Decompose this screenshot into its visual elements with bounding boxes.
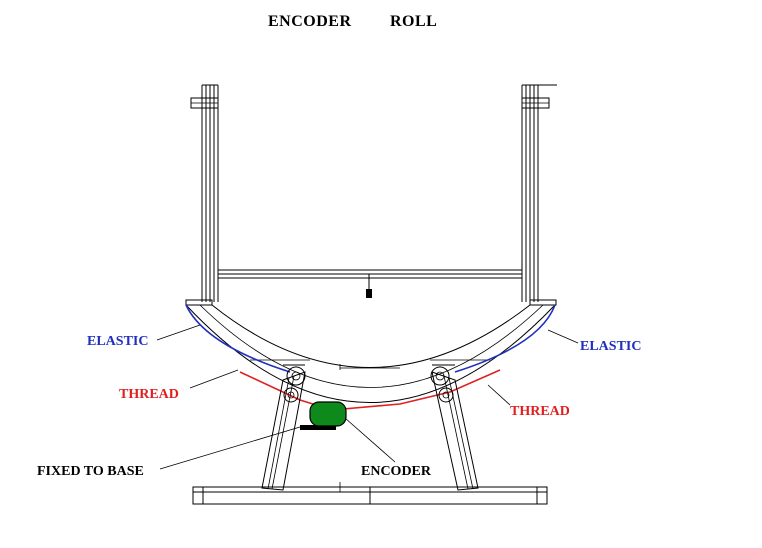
label-thread-right: THREAD [510,404,570,419]
left-base-plate [185,299,213,306]
leader-fixed-to-base [159,426,301,470]
thread-path [239,369,501,411]
leader-encoder [344,417,396,463]
leader-elastic-left [156,324,201,341]
cross-bar [218,269,522,298]
label-encoder: ENCODER [361,464,432,479]
elastic-right-curve [454,304,556,373]
label-elastic-right: ELASTIC [580,339,641,354]
leader-elastic-right [547,329,579,344]
cross-bar-pin [366,289,372,298]
left-upright-post [190,84,219,302]
encoder-body [309,401,347,427]
base [192,482,548,505]
leader-thread-right [487,384,511,406]
right-upright-post [521,84,557,302]
leader-thread-left [189,369,239,389]
label-thread-left: THREAD [119,387,179,402]
encoder-unit [300,401,347,430]
label-fixed-to-base: FIXED TO BASE [37,464,144,479]
title-encoder: ENCODER [268,13,352,30]
elastic-left-curve [185,304,291,373]
title-roll: ROLL [390,13,437,30]
right-support-arm [430,364,479,491]
label-elastic-left: ELASTIC [87,334,148,349]
